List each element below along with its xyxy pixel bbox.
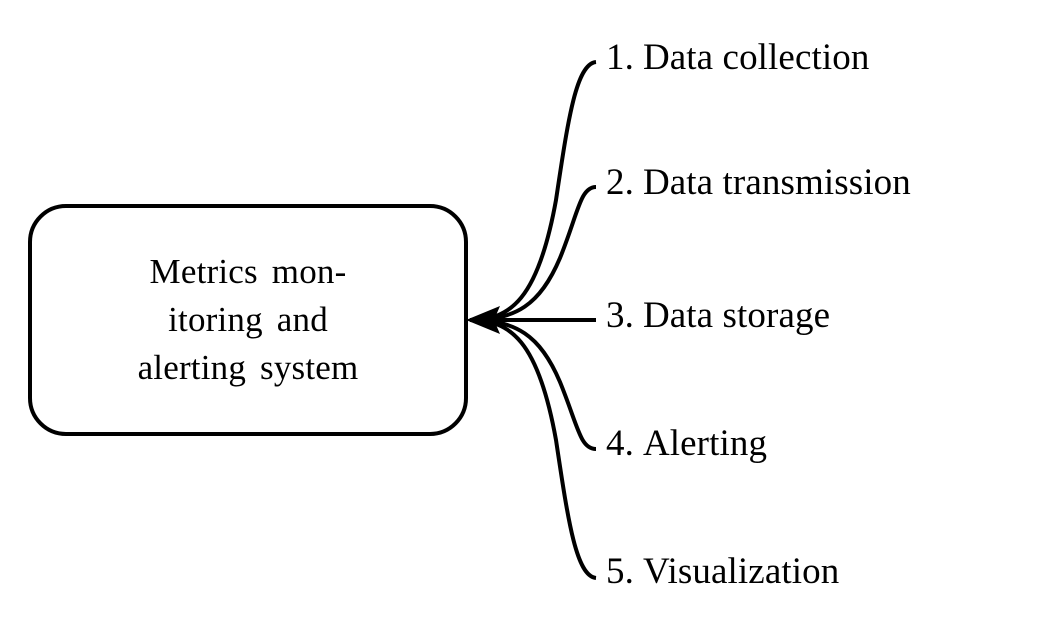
branch-text-2: Data transmission bbox=[642, 162, 911, 203]
branch-label-4[interactable]: 4.Alerting bbox=[606, 422, 767, 466]
branch-number-1: 1. bbox=[606, 37, 634, 78]
branch-label-5[interactable]: 5.Visualization bbox=[606, 550, 839, 594]
root-node[interactable]: Metrics mon- itoring and alerting system bbox=[28, 204, 468, 436]
connector-branch-1 bbox=[469, 60, 597, 322]
branch-number-5: 5. bbox=[606, 551, 634, 592]
branch-text-4: Alerting bbox=[642, 423, 768, 464]
branch-label-3[interactable]: 3.Data storage bbox=[606, 294, 830, 338]
branch-label-2[interactable]: 2.Data transmission bbox=[606, 161, 911, 205]
branch-label-1[interactable]: 1.Data collection bbox=[606, 36, 869, 80]
branch-text-5: Visualization bbox=[642, 551, 840, 592]
root-node-line-1: Metrics mon- bbox=[149, 252, 347, 291]
branch-text-3: Data storage bbox=[642, 295, 831, 336]
root-node-line-2: itoring and bbox=[168, 300, 328, 339]
connector-branch-2 bbox=[469, 185, 597, 322]
branch-number-4: 4. bbox=[606, 423, 634, 464]
arrowhead-icon bbox=[466, 306, 500, 334]
root-node-line-3: alerting system bbox=[137, 348, 359, 387]
branch-number-3: 3. bbox=[606, 295, 634, 336]
branch-text-1: Data collection bbox=[642, 37, 870, 78]
connector-branch-4 bbox=[469, 318, 597, 451]
branch-number-2: 2. bbox=[606, 162, 634, 203]
connector-branch-5 bbox=[469, 318, 597, 580]
